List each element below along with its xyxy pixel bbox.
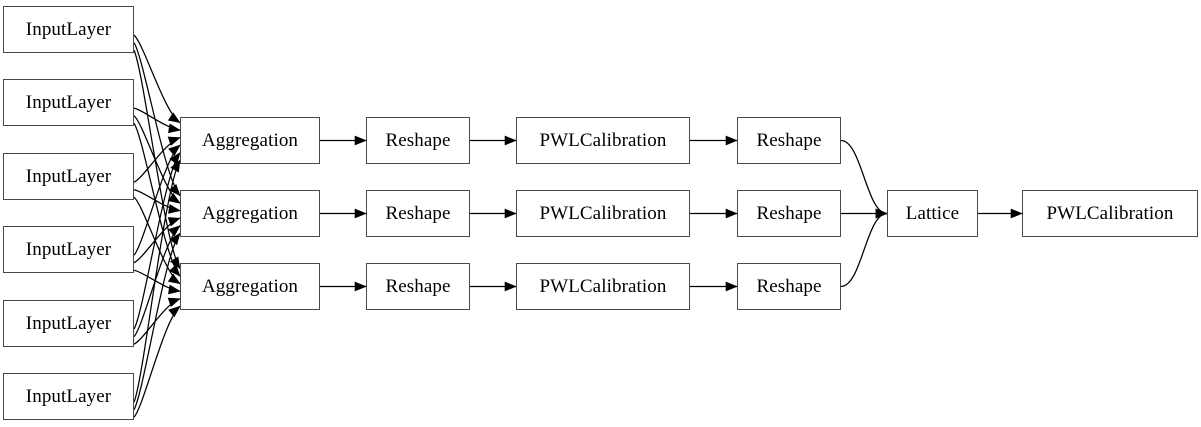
edge-in4-to-agg0-arrowhead xyxy=(169,152,181,165)
node-rsb0[interactable]: Reshape xyxy=(737,117,841,164)
edge-in1-to-agg2 xyxy=(133,122,181,277)
edge-rsb2-to-lattice xyxy=(840,212,888,288)
node-agg2[interactable]: Aggregation xyxy=(180,263,320,310)
node-in2[interactable]: InputLayer xyxy=(3,153,134,200)
edge-in5-to-agg1-arrowhead xyxy=(169,232,181,246)
edge-in3-to-agg1-arrowhead xyxy=(167,217,181,227)
node-rsb1[interactable]: Reshape xyxy=(737,190,841,237)
node-in0[interactable]: InputLayer xyxy=(3,6,134,53)
node-in5[interactable]: InputLayer xyxy=(3,373,134,420)
edge-in0-to-agg1-arrowhead xyxy=(168,183,181,197)
edge-rsb2-to-lattice-arrowhead xyxy=(875,208,888,219)
node-pwl0[interactable]: PWLCalibration xyxy=(516,117,690,164)
node-agg0[interactable]: Aggregation xyxy=(180,117,320,164)
node-rsb2[interactable]: Reshape xyxy=(737,263,841,310)
node-pwl2[interactable]: PWLCalibration xyxy=(516,263,690,310)
edge-agg2-to-rs2-arrowhead xyxy=(354,281,367,292)
edge-in1-to-agg2-arrowhead xyxy=(168,264,181,277)
node-rs1[interactable]: Reshape xyxy=(366,190,470,237)
edge-in0-to-agg2-arrowhead xyxy=(169,256,181,270)
edge-pwl2-to-rsb2-arrowhead xyxy=(725,281,738,292)
edge-rs1-to-pwl1-arrowhead xyxy=(504,208,517,219)
node-rs0[interactable]: Reshape xyxy=(366,117,470,164)
node-rs2[interactable]: Reshape xyxy=(366,263,470,310)
edge-rs2-to-pwl2-arrowhead xyxy=(504,281,517,292)
node-in1[interactable]: InputLayer xyxy=(3,79,134,126)
edge-agg1-to-rs1-arrowhead xyxy=(354,208,367,219)
node-agg1[interactable]: Aggregation xyxy=(180,190,320,237)
node-in3[interactable]: InputLayer xyxy=(3,226,134,273)
edge-in5-to-agg0-arrowhead xyxy=(170,159,181,173)
node-pwl1[interactable]: PWLCalibration xyxy=(516,190,690,237)
edge-lattice-to-pwlout-arrowhead xyxy=(1010,208,1023,219)
edge-pwl1-to-rsb1-arrowhead xyxy=(725,208,738,219)
edge-rs0-to-pwl0-arrowhead xyxy=(504,135,517,146)
edge-pwl0-to-rsb0-arrowhead xyxy=(725,135,738,146)
edge-in2-to-agg2-arrowhead xyxy=(167,273,181,285)
edge-in0-to-agg1 xyxy=(133,42,181,197)
node-in4[interactable]: InputLayer xyxy=(3,300,134,347)
edge-in1-to-agg1-arrowhead xyxy=(167,192,181,204)
edge-in5-to-agg0 xyxy=(133,159,181,403)
edge-in2-to-agg1-arrowhead xyxy=(168,204,181,214)
edge-in4-to-agg2-arrowhead xyxy=(167,297,181,307)
edge-in2-to-agg0-arrowhead xyxy=(167,136,181,146)
edge-in0-to-agg0-arrowhead xyxy=(167,112,181,124)
node-lattice[interactable]: Lattice xyxy=(887,190,978,237)
node-pwlout[interactable]: PWLCalibration xyxy=(1022,190,1198,237)
edge-agg0-to-rs0-arrowhead xyxy=(354,135,367,146)
edge-rsb0-to-lattice xyxy=(840,139,888,215)
edge-in4-to-agg1-arrowhead xyxy=(168,225,181,237)
edge-in3-to-agg2-arrowhead xyxy=(168,284,181,295)
edge-in1-to-agg0-arrowhead xyxy=(168,123,181,134)
edge-in5-to-agg2-arrowhead xyxy=(168,305,181,318)
edge-in5-to-agg1 xyxy=(133,232,181,410)
edge-in3-to-agg0-arrowhead xyxy=(168,144,181,157)
